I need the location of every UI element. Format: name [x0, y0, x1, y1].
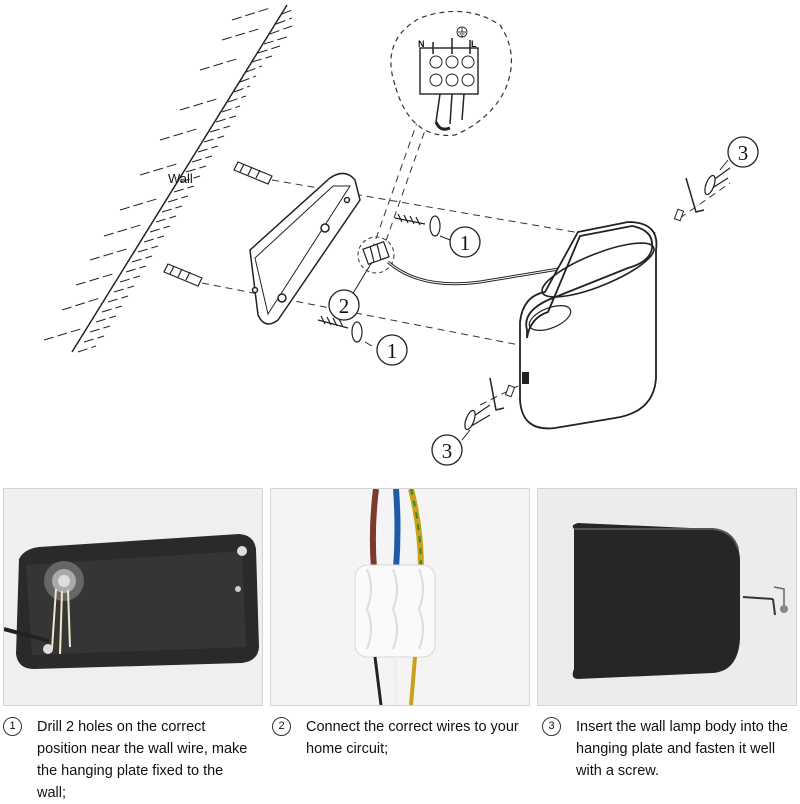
step-1-text: Drill 2 holes on the correct position ne…	[37, 719, 248, 801]
hanging-plate	[249, 172, 361, 325]
terminal-connector	[362, 240, 390, 266]
terminal-detail-bubble: N L	[390, 10, 513, 136]
callout-2: 2	[328, 289, 360, 321]
step-2-number: 2	[272, 717, 291, 736]
connector-zoom-circle	[357, 236, 395, 274]
svg-text:3: 3	[442, 439, 453, 463]
neutral-terminal-label: N	[418, 39, 425, 49]
step-3-number: 3	[542, 717, 561, 736]
callout-1-lower: 1	[376, 334, 408, 366]
step-1: 1 Drill 2 holes on the correct position …	[3, 716, 253, 804]
wall-plug-bolt	[464, 167, 731, 431]
mounting-screw	[317, 213, 441, 343]
callout-3-upper: 3	[727, 136, 759, 168]
svg-text:1: 1	[387, 339, 398, 363]
wall-anchor	[163, 161, 273, 287]
hex-key	[489, 177, 705, 411]
photo-mounting-plate	[3, 488, 263, 706]
photo-wire-connector	[270, 488, 530, 706]
wall-label: Wall	[168, 171, 193, 186]
callout-1-upper: 1	[449, 226, 481, 258]
wall	[43, 4, 293, 353]
step-3: 3 Insert the wall lamp body into the han…	[542, 716, 792, 782]
power-cable	[387, 260, 566, 286]
step-3-text: Insert the wall lamp body into the hangi…	[576, 719, 788, 779]
lamp-body	[519, 221, 658, 430]
callout-3-lower: 3	[431, 434, 463, 466]
ground-icon	[456, 26, 468, 38]
step-2: 2 Connect the correct wires to your home…	[272, 716, 522, 760]
set-screw	[504, 208, 685, 398]
step-1-number: 1	[3, 717, 22, 736]
svg-text:1: 1	[460, 231, 471, 255]
svg-text:3: 3	[738, 141, 749, 165]
live-terminal-label: L	[471, 39, 477, 49]
photo-lamp-installed	[537, 488, 797, 706]
installation-diagram: Wall	[43, 4, 759, 466]
step-2-text: Connect the correct wires to your home c…	[306, 719, 519, 757]
svg-text:2: 2	[339, 294, 350, 318]
